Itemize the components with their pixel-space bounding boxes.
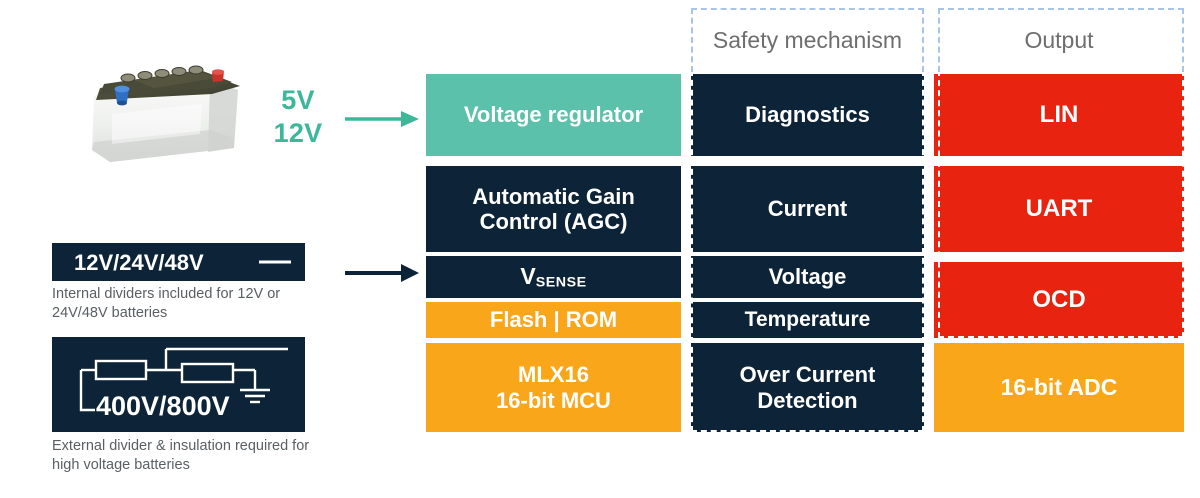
block-flash-rom-label: Flash | ROM [489,307,618,333]
input-box-low-voltage-label: 12V/24V/48V [74,250,204,275]
block-vsense[interactable]: VSENSE [426,256,681,298]
voltage-label-12v: 12V [273,118,323,148]
battery-terminal-negative [114,85,130,106]
block-vsense-subscript: SENSE [535,274,587,291]
block-diagnostics-label: Diagnostics [745,102,870,128]
block-ocd-label-line1: Over Current [739,362,876,388]
resistor-divider-schematic-icon [79,347,288,412]
block-vsense-label: VSENSE [520,263,587,291]
block-current-label: Current [767,196,848,222]
block-16-bit-adc-label: 16-bit ADC [1000,374,1118,401]
block-16-bit-adc[interactable]: 16-bit ADC [934,343,1184,432]
block-lin-label: LIN [1039,101,1079,129]
block-ocd-label-line2: Detection [757,387,858,413]
arrow-right-navy-icon [345,262,419,284]
block-voltage[interactable]: Voltage [691,256,924,298]
block-voltage-regulator[interactable]: Voltage regulator [426,74,681,156]
block-lin[interactable]: LIN [934,74,1184,156]
block-ocd-label: OCD [1032,286,1086,314]
input-box-low-voltage: 12V/24V/48V [52,243,305,281]
block-automatic-gain-control[interactable]: Automatic Gain Control (AGC) [426,166,681,252]
column-header-output: Output [934,10,1184,70]
block-mlx16-mcu[interactable]: MLX16 16-bit MCU [426,343,681,432]
block-uart-label: UART [1025,195,1093,223]
block-temperature[interactable]: Temperature [691,302,924,338]
car-battery-icon [82,44,250,168]
column-header-safety-mechanism: Safety mechanism [691,10,924,70]
horizontal-line-symbol-icon [259,260,291,264]
block-uart[interactable]: UART [934,166,1184,252]
block-diagnostics[interactable]: Diagnostics [691,74,924,156]
voltage-label-5v: 5V [281,85,315,115]
column-header-output-label: Output [1024,26,1094,53]
block-voltage-label: Voltage [768,264,847,290]
block-over-current-detection[interactable]: Over Current Detection [691,343,924,432]
input-box-high-voltage-caption: External divider & insulation required f… [52,438,310,473]
input-box-high-voltage: 400V/800V [52,337,305,432]
input-box-low-voltage-caption: Internal dividers included for 12V or 24… [52,286,281,321]
block-ocd[interactable]: OCD [934,262,1184,338]
block-flash-rom[interactable]: Flash | ROM [426,302,681,338]
battery-terminal-positive [212,69,224,82]
arrow-right-teal-icon [345,108,419,130]
block-mlx16-label-line1: MLX16 [518,362,589,388]
block-agc-label-line2: Control (AGC) [479,209,628,234]
block-mlx16-label-line2: 16-bit MCU [496,387,611,413]
voltage-labels: 5V 12V [252,84,344,150]
block-agc-label-line1: Automatic Gain [472,183,635,209]
block-current[interactable]: Current [691,166,924,252]
block-voltage-regulator-label: Voltage regulator [463,102,644,128]
column-header-safety-mechanism-label: Safety mechanism [712,26,903,53]
block-temperature-label: Temperature [744,308,871,332]
input-box-high-voltage-label: 400V/800V [96,391,230,421]
